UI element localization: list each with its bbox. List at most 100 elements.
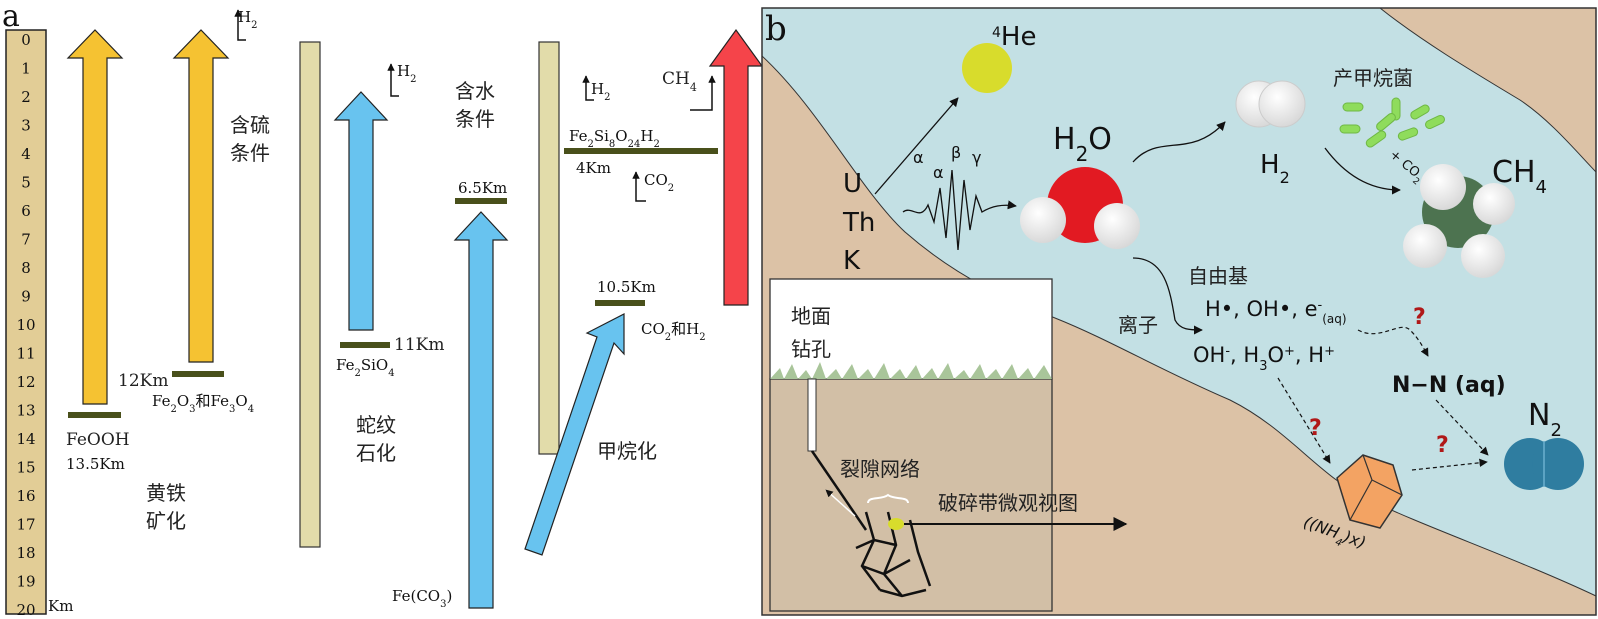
sulfur-label-line2: 条件 [230, 141, 270, 165]
inset-micro-view-label: 破碎带微观视图 [938, 491, 1078, 515]
h2-release-icon-2 [387, 63, 399, 97]
source-u: U [843, 169, 862, 199]
inset-sky [769, 278, 1053, 380]
water-hydrogen-left [1020, 197, 1066, 243]
source-th: Th [842, 208, 875, 238]
helium-arrow [874, 97, 959, 195]
radiation-beta: β [951, 143, 961, 162]
rock-upper [1378, 7, 1597, 174]
depth-tick-0: 0 [21, 31, 31, 49]
serpentinization-zone-bar [299, 41, 321, 548]
inset-ground-label-2: 钻孔 [791, 337, 831, 361]
inset-fracture-network [855, 511, 932, 598]
radiation-alpha-1: α [913, 148, 924, 167]
sulfur-label-line1: 含硫 [230, 113, 270, 137]
h2-label-1: H2 [238, 8, 257, 31]
inset-zoom-spot [888, 518, 904, 530]
inset-brace [867, 493, 909, 504]
depth-tick-15: 15 [16, 459, 35, 477]
ch4-label-a: CH4 [662, 69, 697, 94]
water-label-line2: 条件 [455, 107, 495, 131]
water-to-radicals-arrow [1132, 257, 1203, 335]
depth-tick-10: 10 [16, 316, 35, 334]
panel-b: b 4He U Th K α α β γ H2O H2 产甲烷菌 [761, 7, 1597, 616]
serp-depth-label: 11Km [394, 335, 444, 355]
water-label-line1: 含水 [455, 79, 495, 103]
depth-tick-18: 18 [16, 544, 35, 562]
ion-to-mineral-path [1277, 377, 1331, 464]
methanogen-label: 产甲烷菌 [1333, 66, 1413, 90]
co2-release-icon [632, 171, 646, 202]
inset-ground-label-1: 地面 [791, 304, 831, 328]
depth-tick-12: 12 [16, 373, 35, 391]
h2-label-2: H2 [397, 62, 416, 85]
pyrite-label-line1: 黄铁 [146, 481, 186, 505]
depth-tick-3: 3 [21, 117, 31, 135]
depth-tick-20: 20 [16, 601, 35, 619]
oxides-arrow [172, 29, 230, 363]
serp-label-line2: 石化 [356, 441, 396, 465]
ions-title: 离子 [1118, 313, 1158, 337]
methane-arrow [708, 28, 764, 306]
nn-label: N−N (aq) [1392, 373, 1506, 398]
nn-to-n2-path [1435, 399, 1489, 456]
fe2si8o24h2-label: Fe2Si8O24H2 [569, 127, 660, 150]
h2-release-icon-3 [582, 75, 594, 101]
depth-tick-7: 7 [21, 231, 31, 249]
h2-label-3: H2 [591, 80, 610, 103]
radicals-title: 自由基 [1188, 264, 1248, 288]
methanogen-bacteria [1339, 97, 1445, 148]
water-hydrogen-right [1094, 203, 1140, 249]
pyrite-label-line2: 矿化 [146, 509, 186, 533]
radiation-gamma: γ [972, 148, 981, 167]
depth-tick-11: 11 [16, 345, 35, 363]
fe-co3-arrow [453, 211, 509, 609]
depth-tick-6: 6 [21, 202, 31, 220]
depth-tick-19: 19 [16, 573, 35, 591]
depth-unit-label: Km [48, 597, 73, 615]
question-1: ? [1413, 305, 1426, 330]
fe-co3-label: Fe(CO3) [392, 587, 452, 610]
ch4-h3 [1403, 224, 1447, 268]
depth-tick-5: 5 [21, 174, 31, 192]
depth-6-5-label: 6.5Km [458, 179, 507, 197]
question-2: ? [1309, 416, 1322, 441]
ch4-h1 [1420, 164, 1466, 210]
methanation-arrow [524, 313, 625, 556]
depth-tick-8: 8 [21, 259, 31, 277]
depth-ruler [5, 29, 47, 615]
depth-tick-14: 14 [16, 430, 35, 448]
n2-atom-2 [1532, 438, 1584, 490]
mineral-to-n2-path [1411, 458, 1488, 471]
fe2sio4-label: Fe2SiO4 [336, 356, 395, 379]
depth-tick-16: 16 [16, 487, 35, 505]
inset-flow-arrow [825, 489, 856, 517]
inset-borehole [807, 378, 817, 452]
ch4-h2 [1473, 183, 1515, 225]
serp-label-line1: 蛇纹 [356, 413, 396, 437]
water-to-h2-arrow [1132, 121, 1226, 163]
inset-grass [770, 362, 1052, 379]
radiation-alpha-2: α [933, 163, 944, 182]
depth-tick-13: 13 [16, 402, 35, 420]
depth-tick-17: 17 [16, 516, 35, 534]
depth-tick-4: 4 [21, 145, 31, 163]
depth-4-label: 4Km [576, 159, 611, 177]
feooh-label: FeOOH [66, 430, 130, 450]
feooh-depth-label: 13.5Km [66, 455, 125, 473]
question-3: ? [1436, 433, 1449, 458]
panel-b-label: b [765, 9, 787, 49]
oxides-depth-label: 12Km [118, 371, 168, 391]
borehole-inset: 地面 钻孔 裂隙网络 破碎带微观视图 [769, 278, 1128, 612]
source-k: K [843, 246, 861, 276]
depth-tick-2: 2 [21, 88, 31, 106]
panel-b-frame [761, 7, 1597, 616]
co2-label: CO2 [644, 171, 674, 194]
oxides-label: Fe2O3和Fe3O4 [152, 392, 254, 415]
radiation-wave [902, 169, 1017, 251]
inset-borehole-deviated [810, 450, 868, 531]
co2-h2-label: CO2和H2 [641, 320, 706, 343]
